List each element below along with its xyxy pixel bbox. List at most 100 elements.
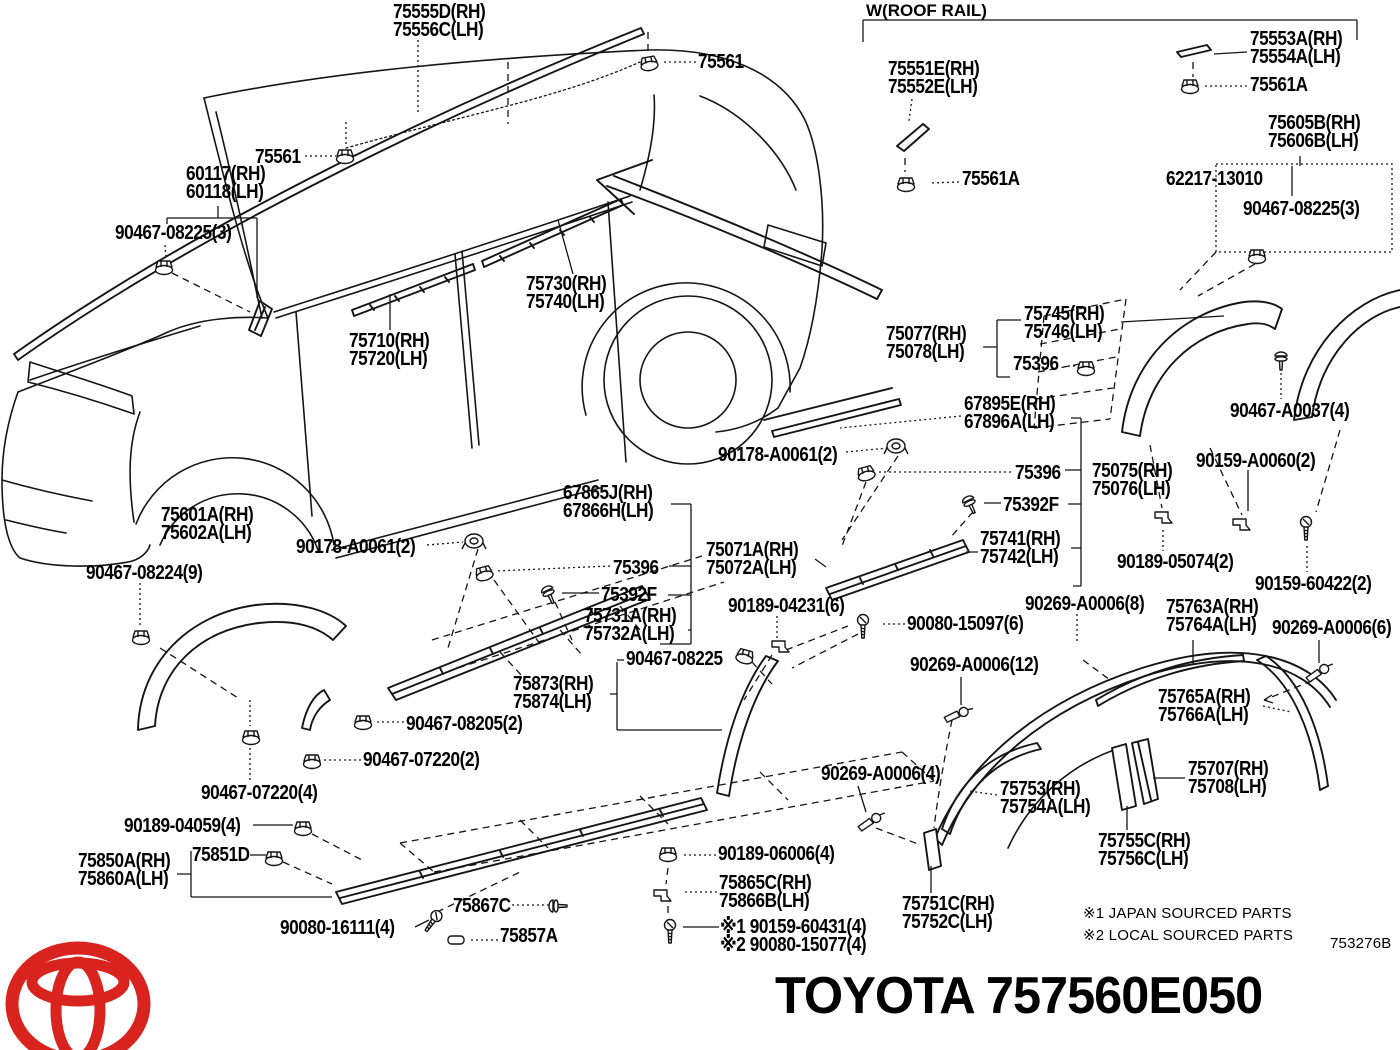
bracket-clip-icon [653, 889, 672, 902]
part-label: 90159-A0060(2) [1196, 450, 1316, 472]
screw-icon [856, 613, 870, 639]
clip-icon [264, 851, 284, 867]
part-label: ※1 90159-60431(4) [720, 916, 867, 938]
part-label: 75730(RH) 75740(LH) [526, 273, 607, 313]
part-label: ※2 90080-15077(4) [720, 934, 867, 956]
part-label: 75396 [613, 557, 659, 579]
part-label: 90269-A0006(8) [1025, 593, 1145, 615]
part-label: 90467-08225 [626, 648, 723, 670]
rocker-moulding-front [387, 585, 651, 701]
direction-arrow [596, 159, 883, 300]
part-label: 75741(RH) 75742(LH) [980, 528, 1061, 568]
footer-title: TOYOTA 757560E050 [775, 967, 1263, 1025]
part-label: 75605B(RH) 75606B(LH) [1268, 112, 1361, 152]
sill-moulding [335, 797, 708, 905]
clip-icon [1180, 79, 1200, 95]
part-label: 75392F [1003, 494, 1059, 516]
part-label: 90189-05074(2) [1117, 551, 1234, 573]
clip-icon [131, 630, 151, 646]
part-label: 90189-06006(4) [718, 843, 835, 865]
part-label: 90080-15097(6) [907, 613, 1024, 635]
rivet-icon [1274, 351, 1288, 371]
part-label: 75753(RH) 75754A(LH) [1000, 778, 1091, 818]
part-label: 90467-07220(4) [201, 782, 318, 804]
part-label: 75763A(RH) 75764A(LH) [1166, 596, 1259, 636]
quarter-belt-moulding [763, 387, 902, 438]
corner-garnish [301, 689, 331, 731]
part-label: 90467-07220(2) [363, 749, 480, 771]
part-label: 90189-04231(6) [728, 595, 845, 617]
clip-icon [638, 54, 660, 73]
roof-drip-strip-back [1256, 655, 1329, 791]
front-door-belt-moulding [351, 263, 476, 317]
part-label: 75077(RH) 75078(LH) [886, 323, 967, 363]
pin-clip-icon [942, 703, 976, 724]
legend-note: ※1 JAPAN SOURCED PARTS [1083, 905, 1292, 922]
bracket-clip-icon [1154, 511, 1173, 524]
part-label: 90467-08224(9) [86, 562, 203, 584]
part-label: 75396 [1013, 353, 1059, 375]
rivet-icon [548, 899, 568, 913]
part-label: 75555D(RH) 75556C(LH) [393, 1, 486, 41]
part-label: 75551E(RH) 75552E(LH) [888, 58, 980, 98]
legend-note: ※2 LOCAL SOURCED PARTS [1083, 927, 1294, 944]
part-label: 75707(RH) 75708(LH) [1188, 758, 1269, 798]
part-label: 75867C [453, 895, 511, 917]
fasteners [131, 54, 1336, 945]
part-label: 90189-04059(4) [124, 815, 241, 837]
bracket-clip-icon [771, 640, 790, 653]
windshield-pillar-strip [941, 742, 1042, 835]
part-label: 75561 [698, 51, 744, 73]
part-label: 67895E(RH) 67896A(LH) [964, 393, 1056, 433]
screw-icon [420, 907, 445, 935]
part-label: 75075(RH) 75076(LH) [1092, 460, 1173, 500]
rivet-icon [539, 583, 560, 607]
part-label: 75731A(RH) 75732A(LH) [584, 605, 677, 645]
roof-drip-strip-rear [1095, 654, 1245, 707]
clip-icon [896, 177, 916, 193]
part-label: 90080-16111(4) [280, 917, 395, 939]
screw-icon [663, 918, 677, 944]
part-label: 90269-A0006(12) [910, 654, 1039, 676]
part-label: 75857A [500, 925, 558, 947]
part-label: 90467-A0037(4) [1230, 400, 1350, 422]
part-label: 75851D [192, 844, 250, 866]
clip-icon [855, 464, 877, 484]
grommet-icon [461, 533, 487, 550]
leader-lines [139, 19, 1393, 941]
part-label: 75765A(RH) 75766A(LH) [1158, 686, 1251, 726]
part-label: 90159-60422(2) [1255, 573, 1372, 595]
part-shapes [13, 27, 1400, 905]
part-label: 75850A(RH) 75860A(LH) [78, 850, 171, 890]
vehicle-outline [1, 49, 827, 567]
part-label: 75873(RH) 75874(LH) [513, 673, 594, 713]
part-label: 90269-A0006(6) [1272, 617, 1392, 639]
clip-icon [302, 754, 322, 770]
part-label: 90467-08205(2) [406, 713, 523, 735]
clip-icon [335, 149, 355, 165]
part-label: 90269-A0006(4) [821, 763, 941, 785]
part-label: 75392F [601, 584, 657, 606]
part-label: 75865C(RH) 75866B(LH) [719, 872, 812, 912]
quarter-garnish [923, 828, 942, 871]
clip-icon [353, 715, 373, 731]
rivet-icon [960, 493, 981, 517]
front-wheel-arch-moulding [137, 602, 347, 731]
clip-icon [154, 260, 174, 276]
part-label: 90178-A0061(2) [718, 444, 838, 466]
part-label: 75071A(RH) 75072A(LH) [706, 539, 799, 579]
clip-icon [473, 564, 495, 584]
part-label: 75751C(RH) 75752C(LH) [902, 893, 995, 933]
roof-rail-cap-2 [896, 123, 930, 152]
roof-rail-section-label: W(ROOF RAIL) [866, 1, 987, 20]
part-label: 75561A [962, 168, 1020, 190]
toyota-logo [5, 941, 151, 1050]
windshield-corner-garnish [248, 300, 273, 337]
spacer-icon [447, 935, 465, 945]
part-label: 75561 [255, 146, 301, 168]
grommet-icon [883, 438, 909, 455]
part-label: 75553A(RH) 75554A(LH) [1250, 28, 1343, 68]
part-label: 90467-08225(3) [115, 222, 232, 244]
rocker-moulding-rear [825, 539, 970, 601]
